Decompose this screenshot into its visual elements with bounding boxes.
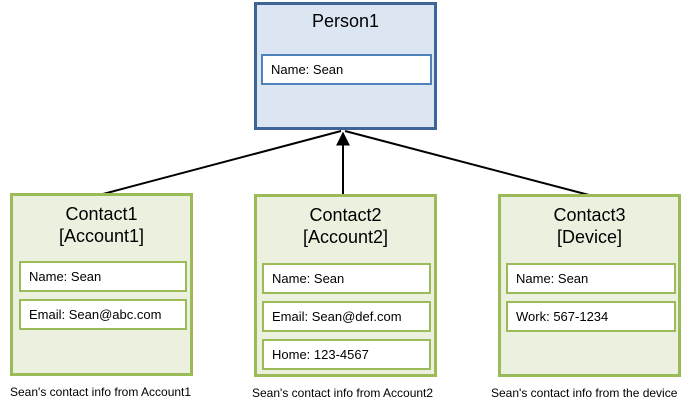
contact3-source: [Device] [556,227,623,247]
contact1-name-field: Name: Sean [19,261,187,292]
contact2-home-field: Home: 123-4567 [262,339,431,370]
person-title: Person1 [311,11,380,31]
contact2-caption: Sean's contact info from Account2 [252,386,434,400]
contact2-node: Contact2 [Account2] Name: Sean Email: Se… [254,194,437,377]
contact1-caption: Sean's contact info from Account1 [10,385,192,399]
contact3-caption: Sean's contact info from the device [491,386,678,400]
contact2-title: Contact2 [309,205,382,225]
arrow-contact1-to-person [102,130,342,195]
arrow-contact3-to-person [344,130,590,196]
contact1-title: Contact1 [65,204,138,224]
contact3-name-field: Name: Sean [506,263,676,294]
contact2-name-field: Name: Sean [262,263,431,294]
contact1-source: [Account1] [58,226,145,246]
person-node: Person1 Name: Sean [254,2,437,130]
person-name-field: Name: Sean [261,54,432,85]
contact1-email-field: Email: Sean@abc.com [19,299,187,330]
contact3-title: Contact3 [553,205,626,225]
contact3-node: Contact3 [Device] Name: Sean Work: 567-1… [498,194,681,377]
contact1-node: Contact1 [Account1] Name: Sean Email: Se… [10,193,193,376]
contact3-work-field: Work: 567-1234 [506,301,676,332]
contact2-source: [Account2] [302,227,389,247]
contact2-email-field: Email: Sean@def.com [262,301,431,332]
